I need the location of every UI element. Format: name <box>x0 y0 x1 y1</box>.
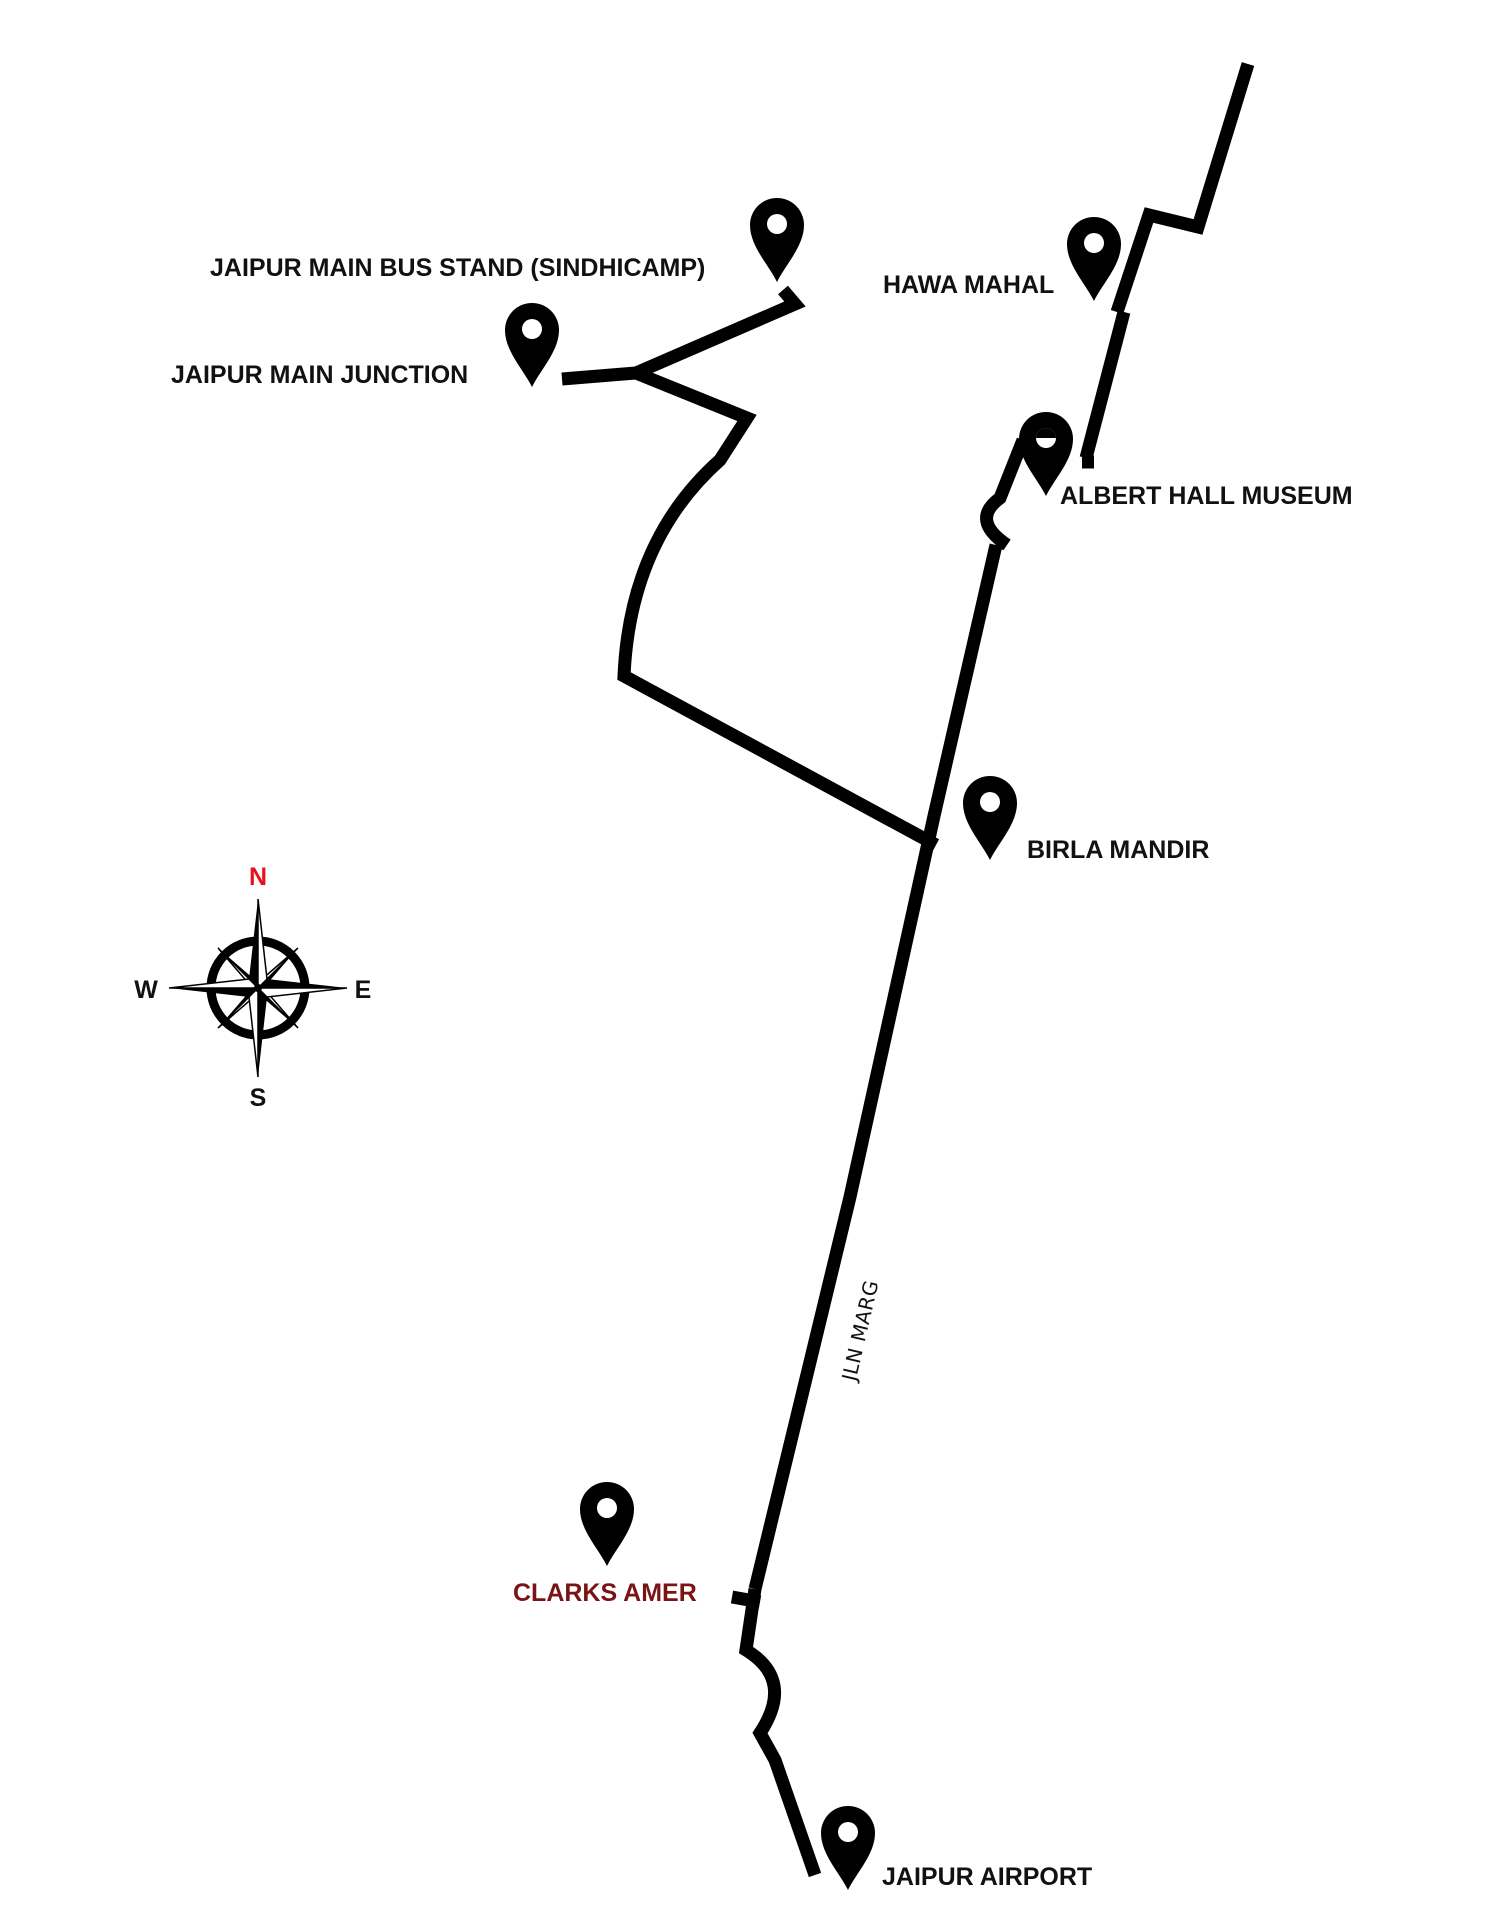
map-pin-icon[interactable] <box>1019 412 1073 496</box>
map-pin-icon[interactable] <box>505 303 559 387</box>
road-north-zigzag <box>1110 62 1255 315</box>
map-pin-icon[interactable] <box>963 776 1017 860</box>
compass-east: E <box>355 976 372 1004</box>
label-hawa-mahal: HAWA MAHAL <box>883 271 1054 299</box>
label-birla-mandir: BIRLA MANDIR <box>1027 836 1209 864</box>
label-bus-stand: JAIPUR MAIN BUS STAND (SINDHICAMP) <box>210 254 705 282</box>
road-jln-marg <box>748 543 1003 1591</box>
label-main-junction: JAIPUR MAIN JUNCTION <box>171 361 468 389</box>
road-west-loop <box>617 366 940 851</box>
road-clarks-amer-access <box>730 1590 762 1609</box>
compass-west: W <box>134 976 158 1004</box>
compass-rose-icon <box>168 898 348 1078</box>
map-pin-icon[interactable] <box>821 1806 875 1890</box>
compass-south: S <box>250 1084 267 1112</box>
map-pin-icon[interactable] <box>1067 217 1121 301</box>
label-albert-hall-museum: ALBERT HALL MUSEUM <box>1060 482 1353 510</box>
map-pin-icon[interactable] <box>580 1482 634 1566</box>
label-jaipur-airport: JAIPUR AIRPORT <box>882 1863 1092 1891</box>
road-bus-stand-link <box>561 285 806 386</box>
road-network <box>561 62 1255 1878</box>
road-hawa-mahal <box>1079 310 1131 460</box>
road-airport-approach <box>738 1588 822 1878</box>
road-label-jln-marg: JLN MARG <box>836 1278 883 1385</box>
road-albert-hall-link <box>980 437 1030 551</box>
label-clarks-amer: CLARKS AMER <box>513 1579 697 1607</box>
compass-north: N <box>249 863 267 891</box>
map-pin-icon[interactable] <box>750 198 804 282</box>
